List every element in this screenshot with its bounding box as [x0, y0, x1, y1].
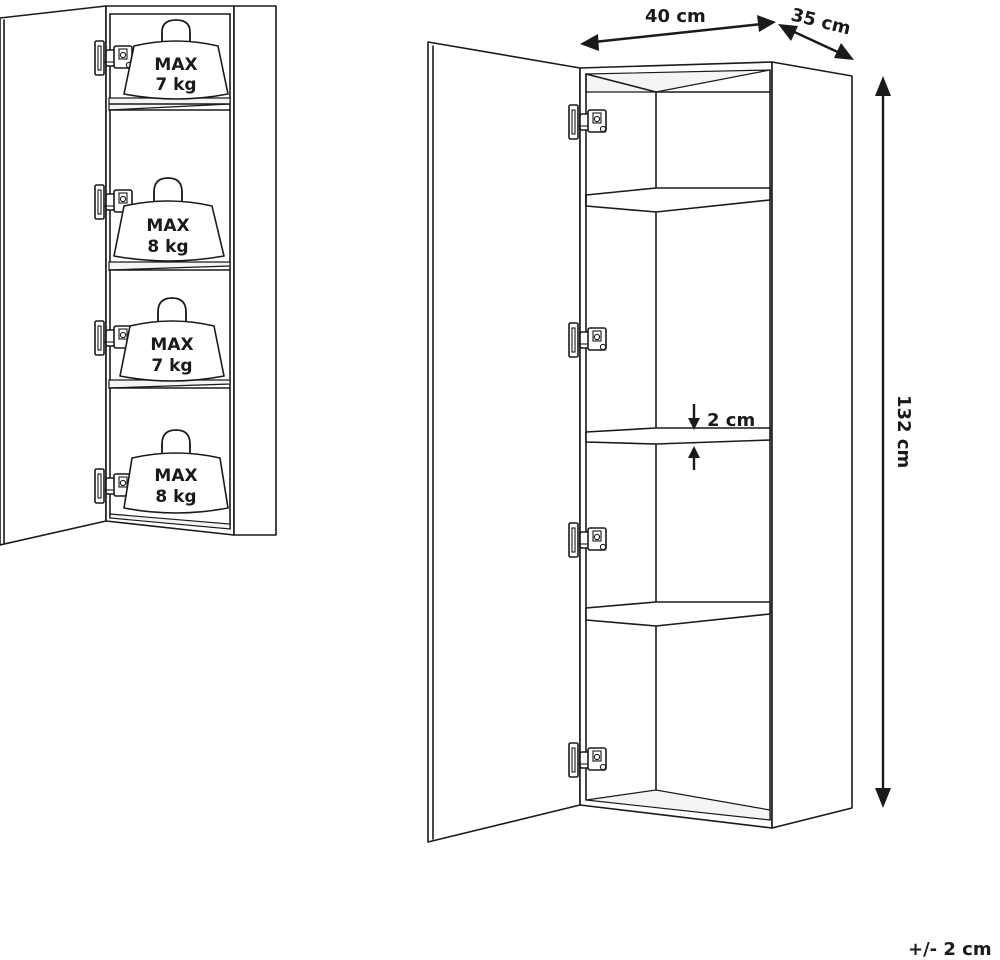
right-cabinet — [427, 41, 853, 843]
weight-1-label-max: MAX — [154, 55, 197, 75]
left-shelf-2 — [108, 261, 231, 271]
tolerance-note: +/- 2 cm — [908, 939, 992, 960]
weight-2: MAX 8 kg — [113, 177, 225, 262]
shelf-thickness-label: 2 cm — [707, 410, 755, 431]
right-shelf-1 — [585, 187, 771, 213]
weight-4-label-max: MAX — [154, 466, 197, 486]
right-shelf-2 — [585, 427, 771, 445]
weight-2-label-max: MAX — [146, 216, 189, 236]
weight-1: MAX 7 kg — [123, 19, 229, 100]
weight-4: MAX 8 kg — [123, 429, 229, 514]
height-label: 132 cm — [893, 395, 914, 468]
depth-dimension: 35 cm — [778, 4, 854, 60]
left-cabinet-door — [0, 5, 107, 546]
width-label: 40 cm — [645, 6, 706, 27]
left-cabinet-side — [233, 5, 277, 536]
weight-4-label-value: 8 kg — [155, 487, 196, 507]
weight-3: MAX 7 kg — [119, 297, 225, 382]
weight-3-label-max: MAX — [150, 335, 193, 355]
shelf-thickness-dimension: 2 cm — [688, 404, 755, 470]
right-cabinet-door — [427, 41, 581, 843]
height-dimension: 132 cm — [875, 76, 914, 808]
left-cabinet: MAX 7 kg MAX 8 kg MAX 7 kg MAX 8 kg — [0, 5, 277, 546]
right-shelf-3 — [585, 601, 771, 627]
weight-3-label-value: 7 kg — [151, 356, 192, 376]
right-cabinet-side — [771, 61, 853, 829]
weight-2-label-value: 8 kg — [147, 237, 188, 257]
width-dimension: 40 cm — [580, 6, 776, 51]
weight-1-label-value: 7 kg — [155, 75, 196, 95]
